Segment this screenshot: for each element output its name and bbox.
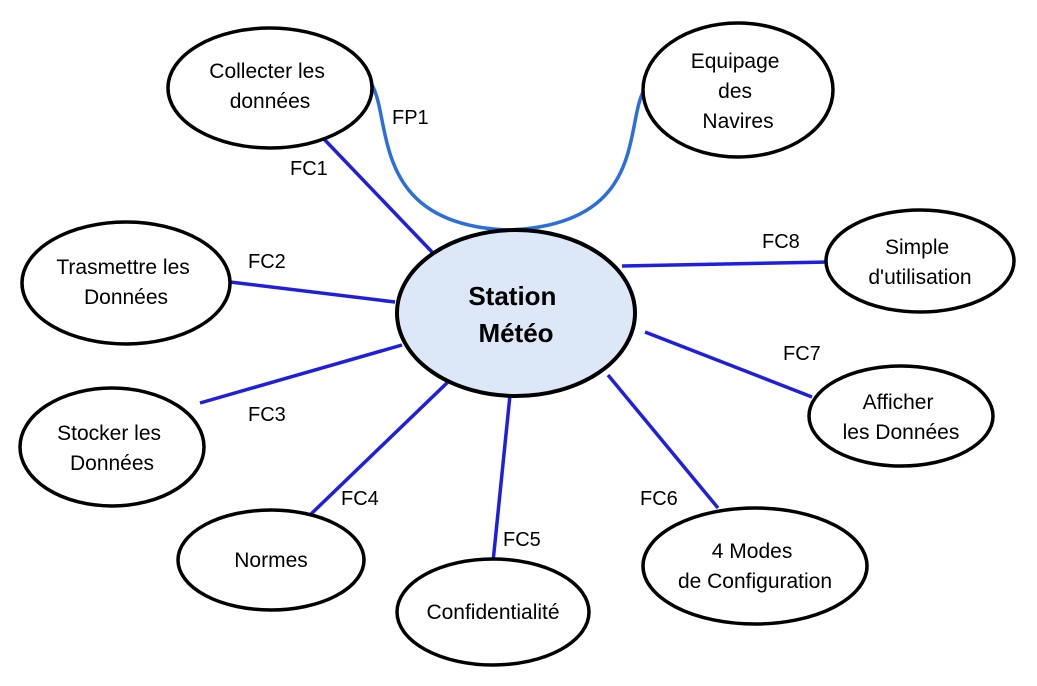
node-confidentialite-line-1: Confidentialité: [426, 601, 559, 624]
fc8-connector: [621, 260, 831, 268]
fc3-connector: [199, 343, 403, 405]
node-equipage-line-1: Equipage: [691, 50, 780, 73]
edge-labels: FP1 FC1 FC2 FC3 FC4 FC5 FC6 FC7 FC8: [248, 107, 821, 551]
node-trasmettre-label: Trasmettre les Données: [56, 256, 195, 309]
fc2-connector: [229, 280, 396, 304]
node-afficher: Afficher les Données: [807, 364, 995, 468]
node-normes-line-1: Normes: [234, 549, 308, 572]
node-modes-line-1: 4 Modes: [712, 540, 793, 563]
node-simple-line-1: Simple: [885, 236, 949, 259]
node-collecter-line-2: données: [230, 90, 311, 113]
node-simple-line-2: d'utilisation: [868, 266, 971, 289]
node-stocker-line-1: Stocker les: [57, 422, 161, 445]
fc5-connector: [491, 394, 512, 563]
node-simple: Simple d'utilisation: [824, 208, 1016, 314]
node-modes-line-2: de Configuration: [678, 570, 832, 593]
node-stocker-line-2: Données: [70, 452, 154, 475]
node-equipage-label: Equipage des Navires: [691, 50, 786, 133]
node-simple-label: Simple d'utilisation: [868, 236, 971, 289]
edge-label-fc3: FC3: [248, 404, 286, 426]
center-line-2: Météo: [478, 318, 553, 348]
node-normes-label: Normes: [234, 549, 308, 572]
node-collecter-ellipse: [166, 26, 374, 150]
node-stocker-ellipse: [18, 386, 206, 508]
node-confidentialite-label: Confidentialité: [426, 601, 559, 624]
edge-label-fc5: FC5: [503, 529, 541, 551]
node-afficher-line-1: Afficher: [863, 391, 934, 414]
edge-label-fc4: FC4: [341, 488, 379, 510]
node-trasmettre: Trasmettre les Données: [20, 220, 232, 346]
node-collecter-label: Collecter les données: [209, 60, 330, 113]
edge-label-fp1: FP1: [392, 107, 429, 129]
node-modes: 4 Modes de Configuration: [641, 506, 869, 626]
node-stocker: Stocker les Données: [18, 386, 206, 508]
node-equipage-line-3: Navires: [702, 110, 773, 133]
edge-label-fc6: FC6: [640, 488, 678, 510]
center-ellipse: [395, 228, 637, 398]
node-stocker-label: Stocker les Données: [57, 422, 167, 475]
fc1-connector: [320, 135, 434, 254]
node-afficher-line-2: les Données: [843, 421, 960, 444]
fc7-connector: [644, 330, 813, 399]
node-collecter-line-1: Collecter les: [209, 60, 325, 83]
node-trasmettre-line-1: Trasmettre les: [56, 256, 189, 279]
node-confidentialite: Confidentialité: [395, 557, 591, 667]
center-node: Station Météo: [395, 228, 637, 398]
node-equipage-line-2: des: [718, 80, 752, 103]
edge-label-fc8: FC8: [762, 231, 800, 253]
node-confidentialite-ellipse: [395, 557, 591, 667]
node-normes-ellipse: [176, 508, 366, 612]
connectors: [199, 84, 831, 563]
node-modes-label: 4 Modes de Configuration: [678, 540, 832, 593]
node-simple-ellipse: [824, 208, 1016, 314]
edge-label-fc7: FC7: [783, 343, 821, 365]
node-normes: Normes: [176, 508, 366, 612]
edge-label-fc1: FC1: [290, 158, 328, 180]
edge-label-fc2: FC2: [248, 251, 286, 273]
node-collecter: Collecter les données: [166, 26, 374, 150]
center-label: Station Météo: [468, 281, 563, 348]
center-line-1: Station: [468, 281, 556, 311]
node-afficher-ellipse: [807, 364, 995, 468]
node-equipage: Equipage des Navires: [641, 21, 835, 159]
fc4-connector: [308, 378, 452, 517]
node-equipage-ellipse: [641, 21, 835, 159]
node-trasmettre-line-2: Données: [84, 286, 168, 309]
node-afficher-label: Afficher les Données: [843, 391, 960, 444]
node-trasmettre-ellipse: [20, 220, 232, 346]
node-modes-ellipse: [641, 506, 869, 626]
fc6-connector: [606, 373, 720, 510]
